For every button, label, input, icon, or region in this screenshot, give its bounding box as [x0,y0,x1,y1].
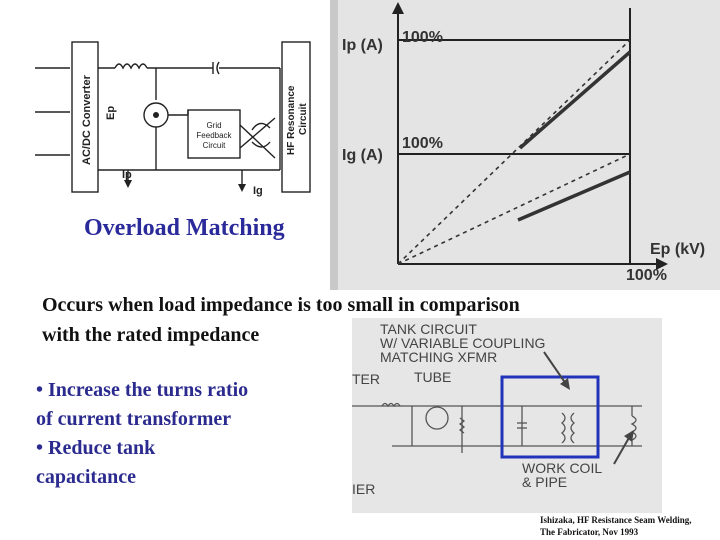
transformer-lead-b [239,117,276,149]
tank-scan-background [352,318,662,513]
work-coil-symbol [630,415,637,441]
ig-max-label: 100% [402,135,443,152]
ip-arrow-icon [124,180,132,188]
grid-feedback-box [187,109,241,159]
hf-resonance-line-1: HF Resonance [286,85,297,155]
ip-label: Ip [122,169,132,181]
tank-title-line-3: MATCHING XFMR [380,349,497,365]
coupling-xfmr-primary [560,412,566,444]
ig-axis-label: Ig (A) [342,147,383,164]
tube-symbol [425,406,449,430]
coupling-xfmr-secondary [570,412,576,444]
bullet-line-1: • Increase the turns ratio [36,379,249,401]
ep-axis-label: Ep (kV) [650,241,705,258]
ep-label: Ep [105,106,117,120]
ip-max-label: 100% [402,29,443,46]
tank-left-label: TER [352,371,380,387]
x-axis-arrow-icon [656,258,668,270]
grid-feedback-line-2: Feedback [196,131,232,140]
matching-xfmr-highlight-box [500,375,600,459]
ig-overload-line [517,170,631,222]
work-coil-pointer-arrow [624,430,634,442]
hf-resonance-box [281,41,311,193]
transformer-lead-a [239,124,276,159]
capacitor-plate-right [216,61,220,75]
tank-title-line-2: W/ VARIABLE COUPLING [380,335,545,351]
ip-overload-line [518,50,632,150]
work-coil-line-2: & PIPE [522,474,567,490]
converter-box [71,41,99,193]
tank-circuit-diagram: TANK CIRCUIT W/ VARIABLE COUPLING MATCHI… [352,318,662,513]
source-citation: Ishizaka, HF Resistance Seam Welding, Th… [540,514,692,538]
description-line-1: Occurs when load impedance is too small … [42,294,520,316]
remedy-bullet-list: • Increase the turns ratio of current tr… [36,376,336,492]
ip-rated-dashed-line [397,39,631,265]
ig-arrow-icon [238,184,246,192]
converter-label: AC/DC Converter [81,74,93,165]
transformer-coil-arc-b [251,141,271,148]
bullet-line-4: capacitance [36,466,136,488]
grid-feedback-line-1: Grid [206,121,221,130]
y-axis-arrow-icon [392,2,404,14]
inductor-symbol [114,63,148,70]
bullet-line-3: • Reduce tank [36,437,156,459]
matching-xfmr-pointer-arrow [560,378,570,390]
resistor-symbol [458,417,466,434]
ip-axis-label: Ip (A) [342,37,383,54]
work-coil-line-1: WORK COIL [522,460,602,476]
description-line-2: with the rated impedance [42,324,260,346]
tube-label: TUBE [414,369,451,385]
citation-line-2: The Fabricator, Nov 1993 [540,527,639,537]
slide-description: Occurs when load impedance is too small … [42,290,642,350]
ig-label: Ig [253,185,263,197]
bullet-line-2: of current transformer [36,408,232,430]
ig-rated-dashed-line [397,153,631,265]
grid-feedback-line-3: Circuit [203,141,226,150]
overload-circuit-diagram: AC/DC Converter Ep Ip Ig Grid Feedback C… [35,41,311,197]
slide-title: Overload Matching [84,215,285,241]
transformer-coil-arc-a [251,122,271,131]
input-choke-symbol [381,402,401,408]
ip-ig-vs-ep-graph: Ip (A) 100% Ig (A) 100% Ep (kV) 100% [330,0,720,290]
tank-bottom-left-label: IER [352,481,375,497]
hf-resonance-line-2: Circuit [298,103,309,135]
ep-max-label: 100% [626,267,667,284]
citation-line-1: Ishizaka, HF Resistance Seam Welding, [540,515,692,525]
tank-title-line-1: TANK CIRCUIT [380,321,477,337]
